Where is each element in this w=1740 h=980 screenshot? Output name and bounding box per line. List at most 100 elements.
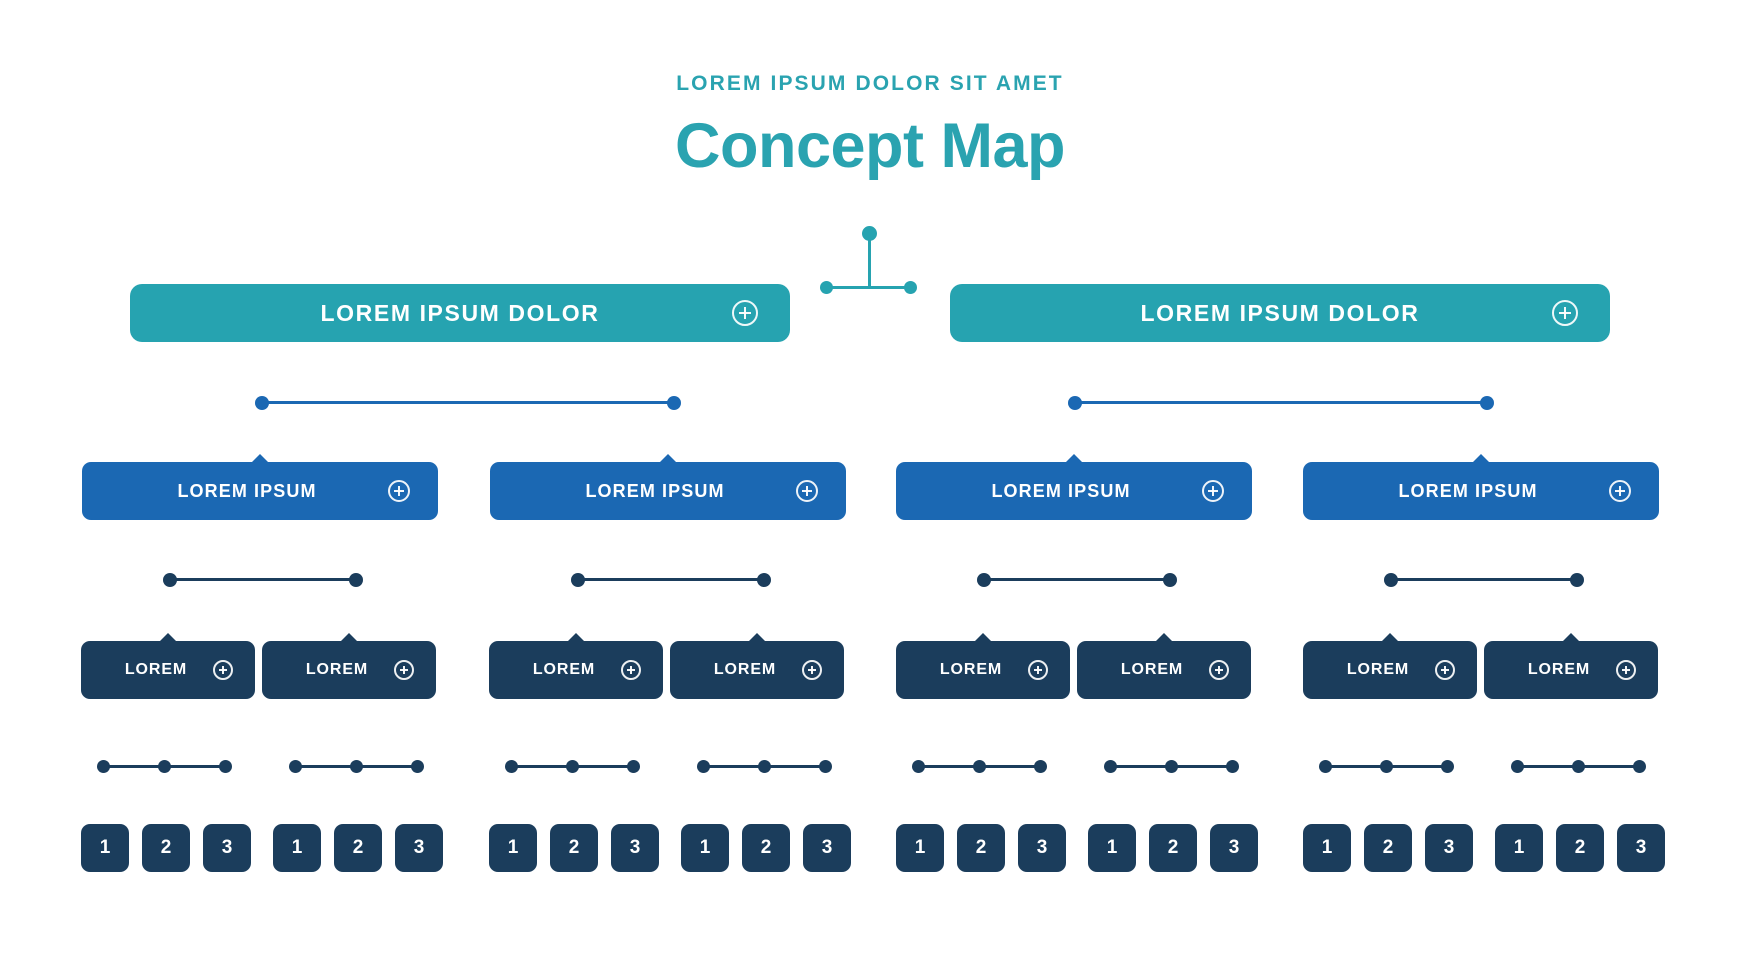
level3-connector-3 <box>984 578 1170 581</box>
level4-connector-2-dot-a <box>289 760 302 773</box>
level3-node-6[interactable]: LOREM <box>1077 633 1251 699</box>
level3-node-1-label: LOREM <box>124 661 188 678</box>
level3-node-2-label: LOREM <box>305 661 369 678</box>
level4-chip-label: 2 <box>568 837 580 858</box>
node-pointer-triangle <box>340 633 358 642</box>
plus-circle-icon[interactable] <box>1609 480 1631 502</box>
level4-chip[interactable]: 1 <box>81 824 129 872</box>
level2-connector-right-dot-start <box>1068 396 1082 410</box>
level4-chip[interactable]: 3 <box>1617 824 1665 872</box>
level3-node-7-label: LOREM <box>1346 661 1410 678</box>
level4-chip[interactable]: 3 <box>203 824 251 872</box>
node-pointer-triangle <box>748 633 766 642</box>
level3-node-7[interactable]: LOREM <box>1303 633 1477 699</box>
level4-chip[interactable]: 2 <box>142 824 190 872</box>
plus-circle-icon[interactable] <box>1028 660 1048 680</box>
level4-chip[interactable]: 1 <box>1495 824 1543 872</box>
root-connector-left-dot <box>820 281 833 294</box>
level2-connector-right-dot-end <box>1480 396 1494 410</box>
level4-chip-label: 1 <box>291 837 303 858</box>
level4-connector-8-dot-b <box>1572 760 1585 773</box>
level4-chip[interactable]: 2 <box>1556 824 1604 872</box>
level4-chip[interactable]: 1 <box>1303 824 1351 872</box>
node-pointer-triangle <box>1562 633 1580 642</box>
plus-circle-icon[interactable] <box>621 660 641 680</box>
level2-node-3-label: LOREM IPSUM <box>991 480 1131 501</box>
plus-circle-icon[interactable] <box>1202 480 1224 502</box>
level4-chip-label: 3 <box>221 837 233 858</box>
level4-chip-label: 3 <box>413 837 425 858</box>
level3-node-5[interactable]: LOREM <box>896 633 1070 699</box>
plus-circle-icon[interactable] <box>1616 660 1636 680</box>
level2-connector-left <box>262 401 674 404</box>
level4-connector-3-dot-c <box>627 760 640 773</box>
level1-node-2[interactable]: LOREM IPSUM DOLOR <box>950 284 1610 342</box>
plus-circle-icon[interactable] <box>388 480 410 502</box>
level3-connector-4 <box>1391 578 1577 581</box>
level3-node-8[interactable]: LOREM <box>1484 633 1658 699</box>
level4-connector-5-dot-c <box>1034 760 1047 773</box>
level3-connector-1 <box>170 578 356 581</box>
level2-node-3[interactable]: LOREM IPSUM <box>896 454 1252 520</box>
level1-node-1[interactable]: LOREM IPSUM DOLOR <box>130 284 790 342</box>
level4-chip[interactable]: 3 <box>611 824 659 872</box>
plus-circle-icon[interactable] <box>732 300 758 326</box>
level3-node-8-label: LOREM <box>1527 661 1591 678</box>
level2-node-1[interactable]: LOREM IPSUM <box>82 454 438 520</box>
root-connector-stem <box>868 232 871 288</box>
level4-chip-label: 2 <box>160 837 172 858</box>
level4-chip-label: 2 <box>1574 837 1586 858</box>
level4-chip[interactable]: 2 <box>334 824 382 872</box>
level4-connector-2-dot-c <box>411 760 424 773</box>
root-connector-right-dot <box>904 281 917 294</box>
page-title: Concept Map <box>674 111 1066 181</box>
level4-chip[interactable]: 1 <box>1088 824 1136 872</box>
plus-circle-icon[interactable] <box>1435 660 1455 680</box>
level3-node-2[interactable]: LOREM <box>262 633 436 699</box>
level3-node-4-label: LOREM <box>713 661 777 678</box>
level2-node-2[interactable]: LOREM IPSUM <box>490 454 846 520</box>
level3-connector-1-dot-end <box>349 573 363 587</box>
level4-chip[interactable]: 1 <box>273 824 321 872</box>
level4-chip[interactable]: 3 <box>1425 824 1473 872</box>
level4-connector-3-dot-a <box>505 760 518 773</box>
level4-chip-label: 2 <box>1167 837 1179 858</box>
node-pointer-triangle <box>1155 633 1173 642</box>
level4-connector-7-dot-b <box>1380 760 1393 773</box>
node-pointer-triangle <box>1381 633 1399 642</box>
level4-chip[interactable]: 3 <box>803 824 851 872</box>
level3-node-4[interactable]: LOREM <box>670 633 844 699</box>
level4-chip[interactable]: 2 <box>550 824 598 872</box>
level4-chip[interactable]: 2 <box>1364 824 1412 872</box>
plus-circle-icon[interactable] <box>796 480 818 502</box>
level3-connector-1-dot-start <box>163 573 177 587</box>
plus-circle-icon[interactable] <box>213 660 233 680</box>
node-pointer-triangle <box>1065 454 1083 463</box>
level4-chip[interactable]: 3 <box>395 824 443 872</box>
level4-chip-label: 1 <box>1513 837 1525 858</box>
level3-connector-3-dot-start <box>977 573 991 587</box>
level2-node-4[interactable]: LOREM IPSUM <box>1303 454 1659 520</box>
level3-node-5-label: LOREM <box>939 661 1003 678</box>
plus-circle-icon[interactable] <box>1209 660 1229 680</box>
level4-chip-label: 3 <box>1228 837 1240 858</box>
plus-circle-icon[interactable] <box>802 660 822 680</box>
plus-circle-icon[interactable] <box>1552 300 1578 326</box>
level4-connector-6-dot-c <box>1226 760 1239 773</box>
level4-chip-label: 2 <box>1382 837 1394 858</box>
level4-chip[interactable]: 2 <box>957 824 1005 872</box>
level4-chip[interactable]: 3 <box>1210 824 1258 872</box>
level4-chip[interactable]: 2 <box>1149 824 1197 872</box>
level4-chip[interactable]: 1 <box>489 824 537 872</box>
node-pointer-triangle <box>251 454 269 463</box>
level4-chip[interactable]: 3 <box>1018 824 1066 872</box>
level4-chip[interactable]: 1 <box>681 824 729 872</box>
plus-circle-icon[interactable] <box>394 660 414 680</box>
level3-node-3[interactable]: LOREM <box>489 633 663 699</box>
level4-connector-8-dot-a <box>1511 760 1524 773</box>
level3-node-1[interactable]: LOREM <box>81 633 255 699</box>
level3-node-6-label: LOREM <box>1120 661 1184 678</box>
level4-chip[interactable]: 1 <box>896 824 944 872</box>
level4-chip[interactable]: 2 <box>742 824 790 872</box>
level4-connector-5-dot-a <box>912 760 925 773</box>
